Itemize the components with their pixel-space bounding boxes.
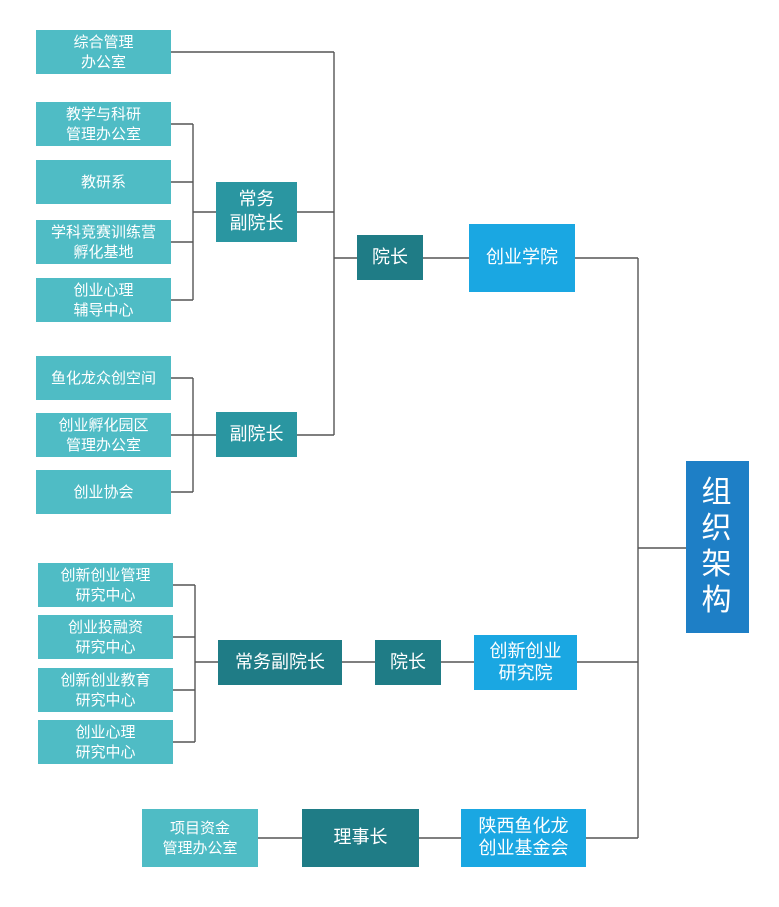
foundation-unit: 项目资金 管理办公室: [142, 809, 258, 867]
foundation-chairman-node: 理事长: [302, 809, 419, 867]
college-vp-node: 副院长: [216, 412, 297, 457]
college-direct-unit: 综合管理 办公室: [36, 30, 171, 74]
exec-vp-unit: 创业心理 辅导中心: [36, 278, 171, 322]
college-node: 创业学院: [469, 224, 575, 292]
institute-unit: 创新创业教育 研究中心: [38, 668, 173, 712]
institute-unit: 创业心理 研究中心: [38, 720, 173, 764]
institute-unit: 创业投融资 研究中心: [38, 615, 173, 659]
exec-vp-unit: 教学与科研 管理办公室: [36, 102, 171, 146]
college-exec-vp-node: 常务 副院长: [216, 182, 297, 242]
institute-exec-vp-node: 常务副院长: [218, 640, 342, 685]
vp-unit: 鱼化龙众创空间: [36, 356, 171, 400]
institute-node: 创新创业 研究院: [474, 635, 577, 690]
vp-unit: 创业孵化园区 管理办公室: [36, 413, 171, 457]
vp-unit: 创业协会: [36, 470, 171, 514]
institute-president-node: 院长: [375, 640, 441, 685]
foundation-node: 陕西鱼化龙 创业基金会: [461, 809, 586, 867]
org-structure-root: 组 织 架 构: [686, 461, 749, 633]
exec-vp-unit: 教研系: [36, 160, 171, 204]
institute-unit: 创新创业管理 研究中心: [38, 563, 173, 607]
college-president-node: 院长: [357, 235, 423, 280]
exec-vp-unit: 学科竞赛训练营 孵化基地: [36, 220, 171, 264]
